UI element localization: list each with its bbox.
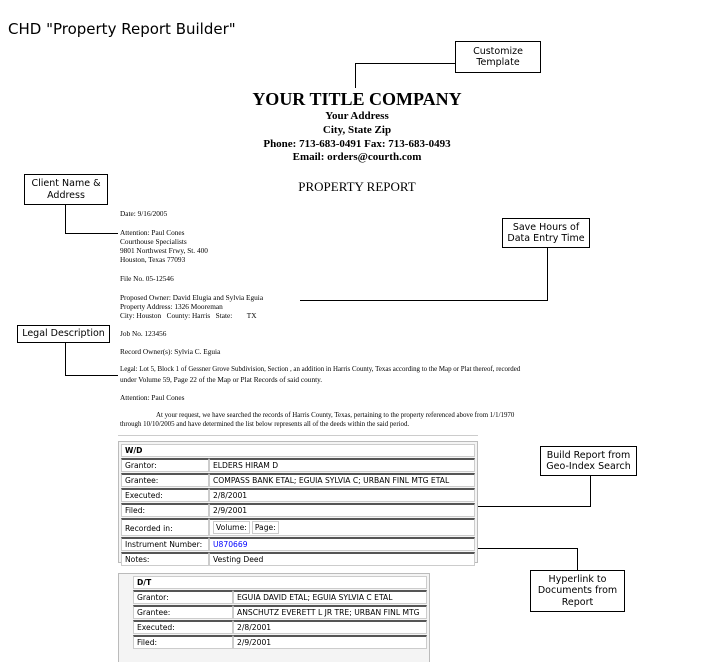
- recorded-label: Recorded in:: [121, 518, 209, 536]
- volume-label: Volume:: [213, 521, 250, 534]
- connector-line: [547, 248, 548, 300]
- callout-customize-template: Customize Template: [455, 41, 541, 73]
- connector-line: [577, 548, 578, 570]
- connector-line: [590, 475, 591, 506]
- grantee-label: Grantee:: [133, 605, 233, 619]
- filed-value: 2/9/2001: [209, 503, 475, 517]
- legal-description-line-2: under Volume 59, Page 22 of the Map or P…: [120, 375, 323, 384]
- grantee-value: ANSCHUTZ EVERETT L JR TRE; URBAN FINL MT…: [233, 605, 427, 619]
- callout-legal-description: Legal Description: [17, 325, 110, 343]
- file-number: File No. 05-12546: [120, 274, 174, 283]
- client-street: 9801 Northwest Frwy, St. 400: [120, 246, 208, 255]
- legal-description-line-1: Legal: Lot 5, Block 1 of Gessner Grove S…: [120, 366, 521, 373]
- report-title: PROPERTY REPORT: [298, 179, 416, 194]
- report-date: Date: 9/16/2005: [120, 209, 168, 218]
- connector-line: [355, 63, 455, 64]
- grantor-value: ELDERS HIRAM D: [209, 458, 475, 472]
- company-city: City, State Zip: [322, 124, 392, 136]
- recorded-value: Volume:Page:: [209, 518, 475, 536]
- deed-record-dt: D/T Grantor:EGUIA DAVID ETAL; EGUIA SYLV…: [118, 573, 430, 662]
- city-county-state: City: Houston County: Harris State: TX: [120, 311, 257, 320]
- callout-build-report: Build Report from Geo-Index Search: [540, 446, 637, 476]
- grantee-label: Grantee:: [121, 473, 209, 487]
- grantor-value: EGUIA DAVID ETAL; EGUIA SYLVIA C ETAL: [233, 590, 427, 604]
- page-label: Page:: [251, 521, 279, 534]
- divider: [118, 435, 478, 436]
- document-title: CHD "Property Report Builder": [8, 20, 236, 38]
- notes-label: Notes:: [121, 552, 209, 566]
- company-address: Your Address: [325, 110, 389, 122]
- client-company: Courthouse Specialists: [120, 237, 187, 246]
- attention-line: Attention: Paul Cones: [120, 228, 185, 237]
- instrument-link[interactable]: U870669: [209, 537, 475, 551]
- instrument-label: Instrument Number:: [121, 537, 209, 551]
- connector-line: [355, 63, 356, 88]
- attention-line-2: Attention: Paul Cones: [120, 393, 185, 402]
- callout-hyperlink: Hyperlink to Documents from Report: [530, 570, 625, 612]
- grantor-label: Grantor:: [121, 458, 209, 472]
- client-city: Houston, Texas 77093: [120, 255, 186, 264]
- callout-save-hours: Save Hours of Data Entry Time: [502, 218, 590, 248]
- deed-type: W/D: [121, 444, 475, 457]
- deed-record-wd: W/D Grantor:ELDERS HIRAM D Grantee:COMPA…: [118, 441, 478, 566]
- record-owner: Record Owner(s): Sylvia C. Eguia: [120, 347, 221, 356]
- executed-label: Executed:: [133, 620, 233, 634]
- connector-line: [65, 204, 66, 234]
- company-phone: Phone: 713-683-0491 Fax: 713-683-0493: [263, 138, 451, 150]
- proposed-owner: Proposed Owner: David Elugia and Sylvia …: [120, 293, 264, 302]
- connector-line: [300, 300, 548, 301]
- connector-line: [65, 375, 118, 376]
- connector-line: [65, 233, 118, 234]
- callout-client-name: Client Name & Address: [24, 174, 108, 205]
- grantee-value: COMPASS BANK ETAL; EGUIA SYLVIA C; URBAN…: [209, 473, 475, 487]
- job-number: Job No. 123456: [120, 329, 167, 338]
- connector-line: [478, 506, 591, 507]
- search-paragraph-line-1: At your request, we have searched the re…: [156, 412, 515, 419]
- executed-value: 2/8/2001: [209, 488, 475, 502]
- filed-value: 2/9/2001: [233, 635, 427, 649]
- search-paragraph-line-2: through 10/10/2005 and have determined t…: [120, 421, 410, 428]
- deed-type: D/T: [133, 576, 427, 589]
- grantor-label: Grantor:: [133, 590, 233, 604]
- filed-label: Filed:: [121, 503, 209, 517]
- company-name: YOUR TITLE COMPANY: [252, 89, 462, 109]
- notes-value: Vesting Deed: [209, 552, 475, 566]
- filed-label: Filed:: [133, 635, 233, 649]
- executed-label: Executed:: [121, 488, 209, 502]
- connector-line: [478, 548, 578, 549]
- connector-line: [65, 342, 66, 376]
- executed-value: 2/8/2001: [233, 620, 427, 634]
- company-email: Email: orders@courth.com: [292, 151, 422, 163]
- property-address: Property Address: 1326 Mooreman: [120, 302, 223, 311]
